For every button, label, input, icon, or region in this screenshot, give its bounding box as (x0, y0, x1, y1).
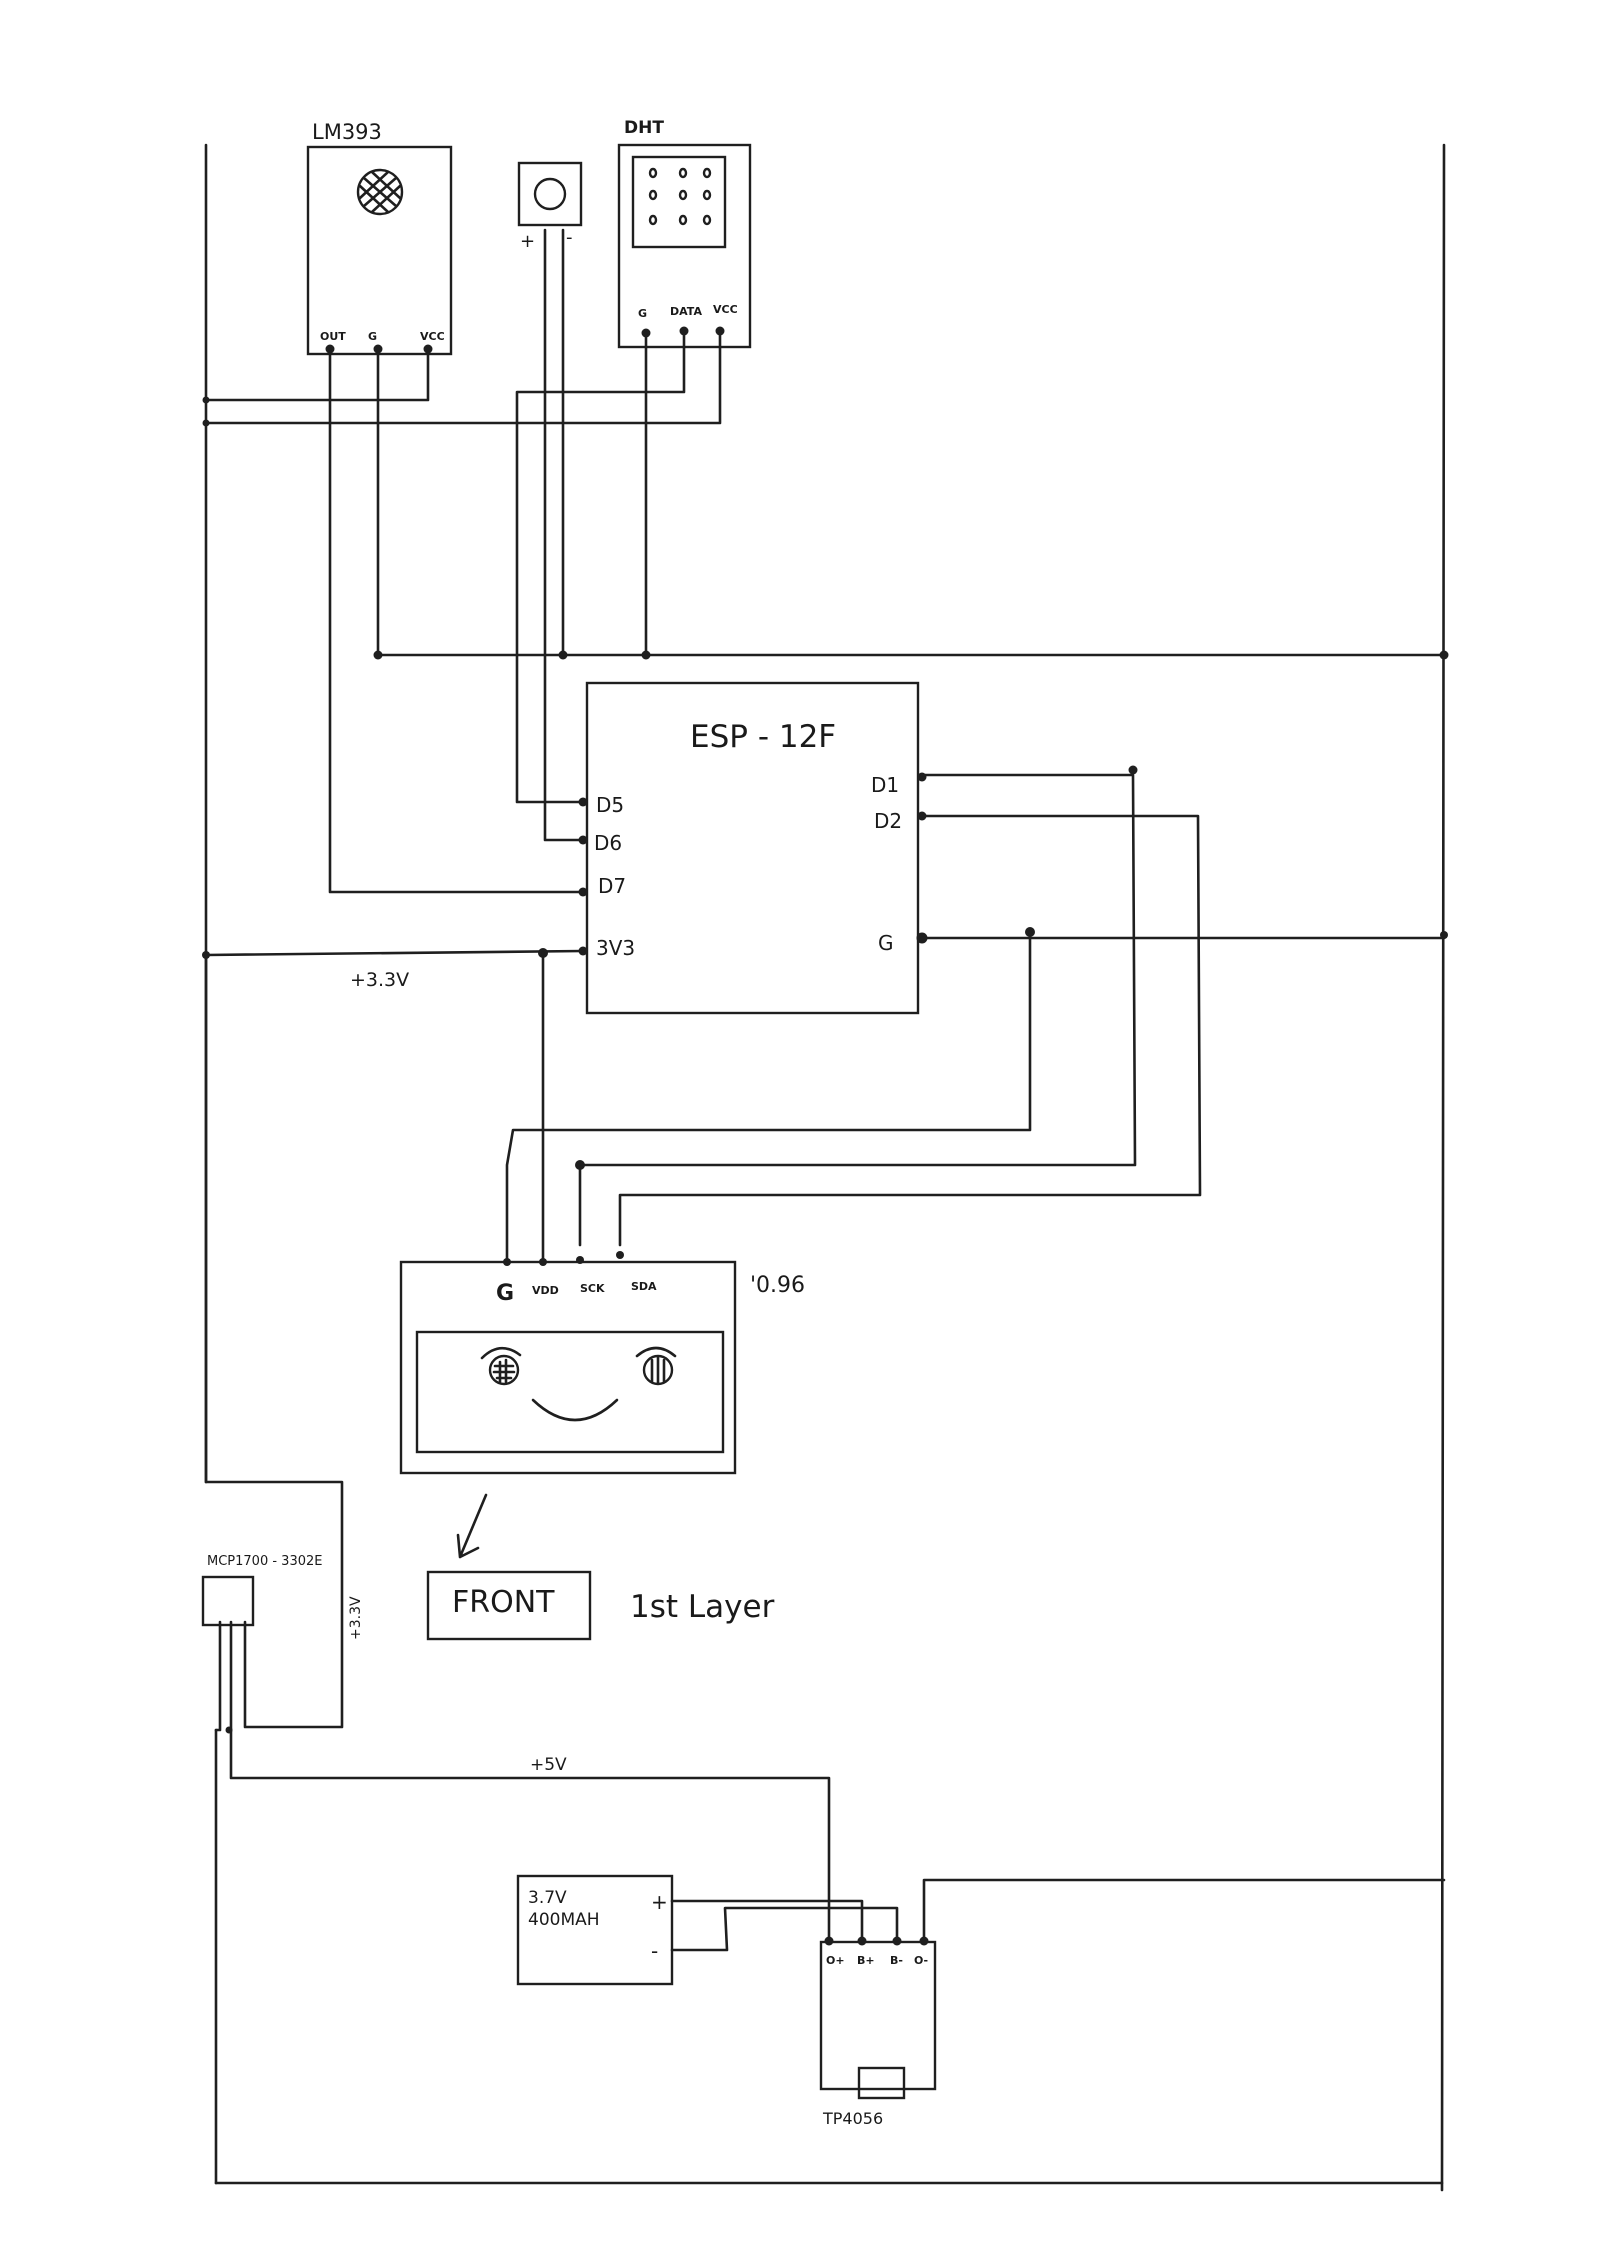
oled-screen (415, 1330, 725, 1454)
smiley-face-icon (480, 1346, 677, 1422)
dht-grille (631, 155, 727, 249)
push-button[interactable]: + - (517, 161, 583, 252)
layer-label: 1st Layer (630, 1589, 775, 1625)
sensor-icon (356, 168, 404, 216)
esp-pin-d6: D6 (594, 831, 622, 855)
button-pin-plus: + (520, 231, 535, 252)
mcp1700-body (201, 1575, 255, 1627)
dht-title: DHT (624, 118, 664, 138)
battery-voltage: 3.7V (528, 1888, 567, 1908)
dht-pin-g: G (638, 307, 647, 320)
esp-pin-g: G (878, 931, 894, 955)
lm393-pin-vcc: VCC (420, 330, 445, 343)
button-body (517, 161, 583, 227)
middle-wiring: +3.3V (202, 765, 1448, 1264)
esp12f-body (585, 681, 920, 1015)
arrow-down-left-icon (456, 1493, 488, 1559)
oled-pin-g: G (496, 1281, 514, 1306)
front-label: FRONT (452, 1585, 555, 1620)
notes: FRONT 1st Layer (426, 1493, 775, 1641)
front-box (426, 1570, 592, 1641)
esp-pin-d7: D7 (598, 874, 626, 898)
oled-pin-sck: SCK (580, 1282, 605, 1295)
battery-minus: - (651, 1939, 658, 1963)
tp4056-title: TP4056 (822, 2109, 883, 2128)
esp-pin-d5: D5 (596, 793, 624, 817)
right-rail (1440, 143, 1446, 2192)
esp12f-module[interactable]: ESP - 12F D5 D6 D7 3V3 D1 D2 G (578, 681, 928, 1015)
oled-size-label: '0.96 (750, 1273, 805, 1298)
esp12f-title: ESP - 12F (690, 719, 836, 755)
mcp1700-title: MCP1700 - 3302E (207, 1554, 322, 1569)
usb-port-icon (857, 2066, 906, 2100)
esp-pin-d2: D2 (874, 809, 902, 833)
v5-label: +5V (530, 1755, 567, 1775)
tp4056-body (819, 1940, 937, 2091)
tp4056-charger[interactable]: O+ B+ B- O- TP4056 (819, 1936, 937, 2129)
oled-display[interactable]: '0.96 G VDD SCK SDA (399, 1251, 805, 1475)
v33-label: +3.3V (350, 969, 409, 991)
top-wiring (202, 228, 1449, 894)
grille-holes (648, 167, 712, 226)
v33-vertical-label: +3.3V (348, 1596, 364, 1640)
dht-module[interactable]: DHT G DATA VCC (617, 118, 752, 349)
lm393-pin-out: OUT (320, 330, 346, 343)
tp4056-pin-b-plus: B+ (857, 1954, 875, 1967)
battery-capacity: 400MAH (528, 1910, 600, 1930)
button-cap-icon (533, 177, 567, 211)
battery[interactable]: 3.7V 400MAH + - (516, 1874, 1446, 1986)
lm393-body (306, 145, 453, 356)
lm393-title: LM393 (312, 120, 382, 144)
tp4056-pin-b-minus: B- (890, 1954, 903, 1967)
battery-body (516, 1874, 674, 1986)
rails (204, 143, 1446, 2192)
tp4056-pin-o-plus: O+ (826, 1954, 845, 1967)
battery-plus: + (651, 1890, 668, 1914)
esp-pin-3v3: 3V3 (596, 936, 635, 960)
oled-pin-sda: SDA (631, 1280, 657, 1293)
mcp1700-regulator[interactable]: MCP1700 - 3302E +3.3V +5V (201, 953, 831, 1941)
oled-body (399, 1260, 737, 1475)
dht-pin-vcc: VCC (713, 303, 738, 316)
lm393-pin-g: G (368, 330, 377, 343)
esp-pin-d1: D1 (871, 773, 899, 797)
lm393-module[interactable]: LM393 OUT G VCC (306, 120, 453, 356)
oled-pin-vdd: VDD (532, 1284, 559, 1297)
button-pin-minus: - (566, 227, 573, 248)
tp4056-pin-o-minus: O- (914, 1954, 928, 1967)
dht-pin-data: DATA (670, 305, 702, 318)
